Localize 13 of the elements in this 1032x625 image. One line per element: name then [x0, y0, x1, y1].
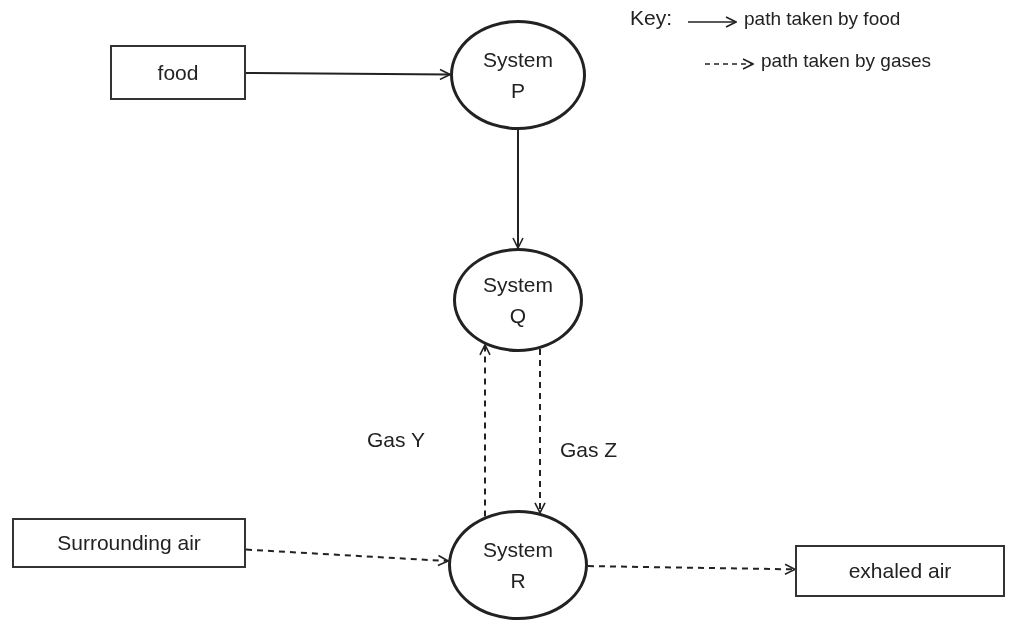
node-label: food [157, 59, 199, 86]
node-label: System Q [483, 271, 553, 329]
node-label: System R [483, 536, 553, 594]
node-label: exhaled air [848, 558, 952, 585]
arrow [512, 129, 524, 249]
label-box [12, 518, 246, 568]
node-label: Surrounding air [57, 530, 201, 557]
arrow [245, 68, 451, 81]
arrow [245, 548, 450, 567]
label-box [795, 545, 1005, 597]
label-box [110, 45, 246, 100]
arrow [587, 563, 796, 575]
node-label: System P [483, 46, 553, 104]
